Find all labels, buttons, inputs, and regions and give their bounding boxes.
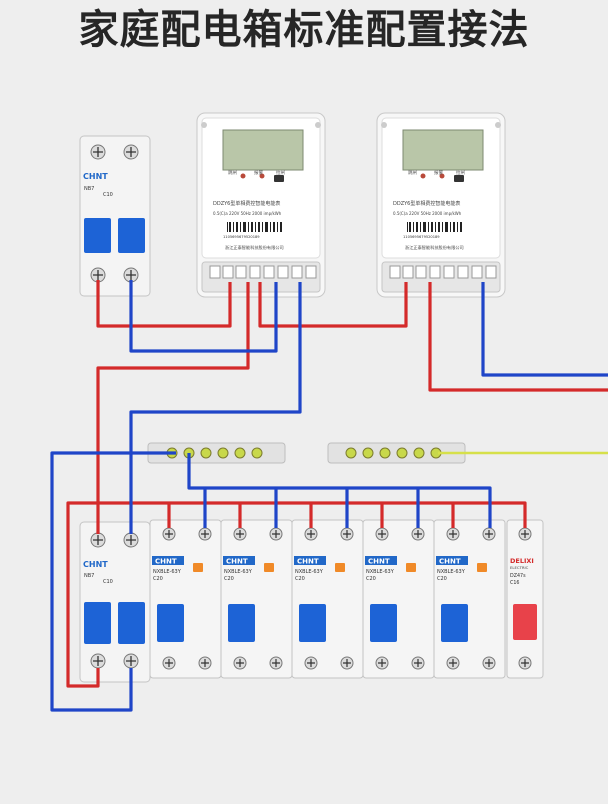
main-breaker-bottom-toggle-1 (84, 602, 111, 644)
rcbo-1-rating: C20 (153, 576, 163, 582)
rcbo-2-toggle (228, 604, 255, 642)
rcbo-1-brand: CHNT (155, 558, 177, 566)
delixi-model: DZ47s (510, 573, 526, 579)
rcbo-5-model: NXBLE-63Y (437, 569, 466, 575)
main-breaker-bottom-brand: CHNT (83, 560, 108, 569)
rcbo-5-brand: CHNT (439, 558, 461, 566)
rcbo-1-toggle (157, 604, 184, 642)
meter-2-spec: 0.5(C)a 220V 50Hz 2000 imp/kWh (393, 211, 462, 216)
delixi-rating: C16 (510, 580, 519, 586)
rcbo-4-toggle (370, 604, 397, 642)
meter-1-btn-right-label: 拉闸 (276, 169, 285, 176)
rcbo-5-rating: C20 (437, 576, 447, 582)
meter-2-btn-left-label: 跳闸 (408, 169, 417, 176)
main-breaker-top-toggle-1 (84, 218, 111, 253)
meter-1-barcode (227, 222, 282, 232)
main-breaker-top-brand: CHNT (83, 172, 108, 181)
rcbo-1-test-button (193, 563, 203, 572)
main-breaker-top-toggle-2 (118, 218, 145, 253)
main-breaker-top-model: NB7 (84, 186, 94, 192)
rcbo-4-test-button (406, 563, 416, 572)
rcbo-4-model: NXBLE-63Y (366, 569, 395, 575)
rcbo-2-rating: C20 (224, 576, 234, 582)
meter-1-switch (274, 175, 284, 182)
meter-1-model: DDZY6型单相费控智能电能表 (213, 200, 280, 207)
meter-2-btn-mid-label: 报警 (434, 169, 443, 176)
rcbo-3-toggle (299, 604, 326, 642)
meter-1-barcode-number: 1105695679520189 (223, 235, 260, 239)
delixi-sub: ELECTRIC (510, 565, 529, 570)
rcbo-3: CHNT NXBLE-63Y C20 (291, 519, 364, 679)
rcbo-2: CHNT NXBLE-63Y C20 (220, 519, 293, 679)
meter-1-display (222, 129, 304, 171)
main-breaker-top-rating: C10 (103, 192, 113, 198)
meter-2-switch (454, 175, 464, 182)
rcbo-3-model: NXBLE-63Y (295, 569, 324, 575)
rcbo-4-rating: C20 (366, 576, 376, 582)
delixi-brand: DELIXI (510, 557, 534, 565)
rcbo-5-test-button (477, 563, 487, 572)
rcbo-5-toggle (441, 604, 468, 642)
energy-meter-1: 跳闸 报警 拉闸 DDZY6型单相费控智能电能表 0.5(C)a 220V 50… (196, 112, 326, 298)
live-wires (66, 280, 608, 688)
rcbo-4-brand: CHNT (368, 558, 390, 566)
delixi-breaker: DELIXI ELECTRIC DZ47s C16 (506, 519, 544, 679)
delixi-toggle (513, 604, 537, 640)
main-breaker-bottom: CHNT NB7 C10 (79, 521, 151, 683)
main-breaker-bottom-toggle-2 (118, 602, 145, 644)
main-breaker-bottom-rating: C10 (103, 579, 113, 585)
meter-1-maker: 浙江正泰智能科技股份有限公司 (225, 244, 284, 251)
meter-2-barcode (407, 222, 462, 232)
meter-1-btn-mid-label: 报警 (254, 169, 263, 176)
rcbo-3-test-button (335, 563, 345, 572)
rcbo-3-brand: CHNT (297, 558, 319, 566)
earth-terminal-bar (327, 442, 466, 464)
meter-1-btn-left-label: 跳闸 (228, 169, 237, 176)
main-breaker-top: CHNT NB7 C10 (79, 135, 151, 297)
energy-meter-2: 跳闸 报警 拉闸 DDZY6型单相费控智能电能表 0.5(C)a 220V 50… (376, 112, 506, 298)
meter-2-btn-right-label: 拉闸 (456, 169, 465, 176)
rcbo-1: CHNT NXBLE-63Y C20 (149, 519, 222, 679)
rcbo-3-rating: C20 (295, 576, 305, 582)
meter-2-display (402, 129, 484, 171)
meter-1-spec: 0.5(C)a 220V 50Hz 2000 imp/kWh (213, 211, 282, 216)
rcbo-2-test-button (264, 563, 274, 572)
rcbo-4: CHNT NXBLE-63Y C20 (362, 519, 435, 679)
meter-2-barcode-number: 1105695679520189 (403, 235, 440, 239)
main-breaker-bottom-model: NB7 (84, 573, 94, 579)
rcbo-2-model: NXBLE-63Y (224, 569, 253, 575)
meter-2-maker: 浙江正泰智能科技股份有限公司 (405, 244, 464, 251)
rcbo-5: CHNT NXBLE-63Y C20 (433, 519, 506, 679)
rcbo-1-model: NXBLE-63Y (153, 569, 182, 575)
neutral-wires (50, 280, 608, 712)
rcbo-2-brand: CHNT (226, 558, 248, 566)
page-title: 家庭配电箱标准配置接法 (78, 7, 530, 53)
meter-2-model: DDZY6型单相费控智能电能表 (393, 200, 460, 207)
